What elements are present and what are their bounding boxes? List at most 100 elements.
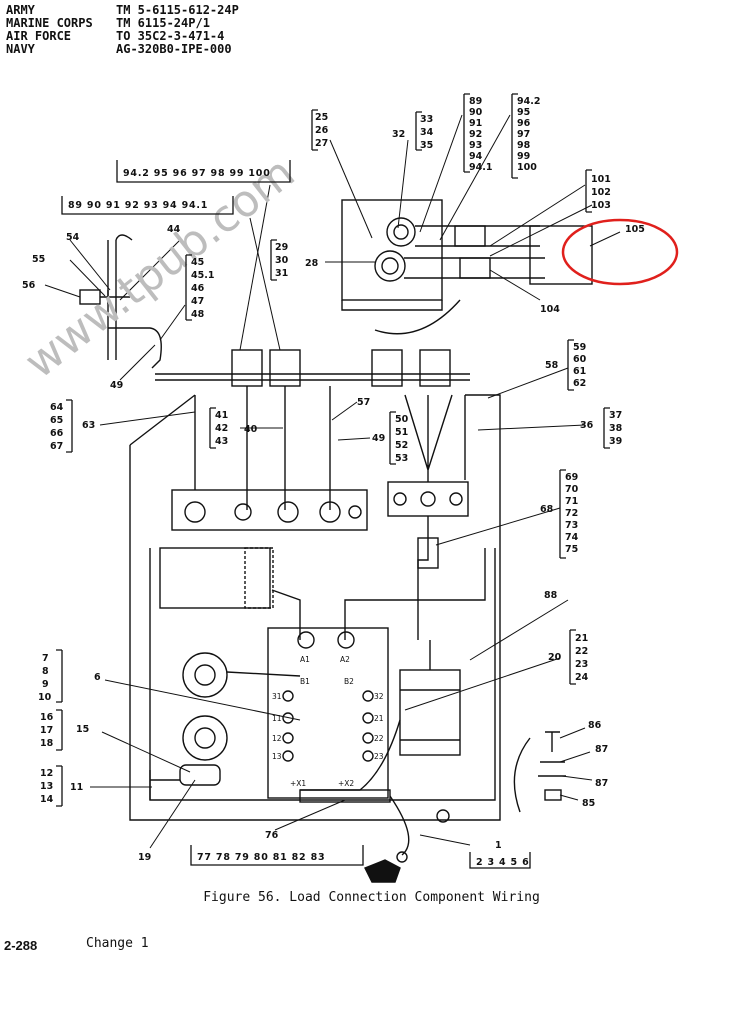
page-number: 2-288 xyxy=(4,938,38,953)
callout-52: 52 xyxy=(395,440,408,451)
connector-mount-plate xyxy=(341,199,443,301)
callout-16: 16 xyxy=(40,712,54,723)
bracket-g25 xyxy=(311,109,318,151)
bracket-g37 xyxy=(603,407,610,449)
callout-21: 21 xyxy=(575,633,588,644)
bracket-top-long xyxy=(116,160,291,183)
callout-64: 64 xyxy=(50,402,64,413)
bracket-g29 xyxy=(270,239,277,281)
callout-25: 25 xyxy=(315,112,328,123)
callout-70: 70 xyxy=(565,484,579,495)
panel-outline xyxy=(129,394,501,821)
terminal-post-4 xyxy=(419,349,451,387)
callout-39: 39 xyxy=(609,436,622,447)
callout-95: 95 xyxy=(517,107,530,118)
service-name: ARMY xyxy=(6,3,35,17)
terminal-13: 13 xyxy=(272,752,282,761)
bracket-g89 xyxy=(463,93,470,173)
callout-12: 12 xyxy=(40,768,53,779)
callout-55: 55 xyxy=(32,254,45,265)
callout-24: 24 xyxy=(575,672,589,683)
bracket-bottom-long xyxy=(190,845,364,866)
bracket-g21 xyxy=(569,629,576,685)
terminal-22: 22 xyxy=(374,734,384,743)
callout-row-bottom: 77 78 79 80 81 82 83 xyxy=(197,852,325,863)
callout-102: 102 xyxy=(591,187,611,198)
callout-66: 66 xyxy=(50,428,64,439)
callout-105: 105 xyxy=(625,224,645,235)
callout-75: 75 xyxy=(565,544,578,555)
callout-100: 100 xyxy=(517,162,537,173)
callout-73: 73 xyxy=(565,520,578,531)
callout-38: 38 xyxy=(609,423,623,434)
bus-strip xyxy=(155,373,470,381)
callout-46: 46 xyxy=(191,283,205,294)
terminal-a2: A2 xyxy=(340,655,350,664)
callout-row-bottom-right: 2 3 4 5 6 xyxy=(476,857,529,868)
callout-49-left: 49 xyxy=(110,380,123,391)
callout-76: 76 xyxy=(265,830,279,841)
callout-18: 18 xyxy=(40,738,54,749)
callout-91: 91 xyxy=(469,118,482,129)
callout-56: 56 xyxy=(22,280,36,291)
bracket-g101 xyxy=(585,169,592,213)
bracket-g45 xyxy=(185,254,192,321)
callout-44: 44 xyxy=(167,224,181,235)
callout-90: 90 xyxy=(469,107,483,118)
small-terminal-board xyxy=(387,481,469,517)
change-notice: Change 1 xyxy=(86,936,149,951)
callout-47: 47 xyxy=(191,296,204,307)
callout-86: 86 xyxy=(588,720,602,731)
callout-87-upper: 87 xyxy=(595,744,608,755)
callout-17: 17 xyxy=(40,725,53,736)
callout-8: 8 xyxy=(42,666,49,677)
bracket-g64 xyxy=(66,399,73,453)
callout-51: 51 xyxy=(395,427,408,438)
power-cables xyxy=(246,386,331,510)
callout-29: 29 xyxy=(275,242,288,253)
callout-30: 30 xyxy=(275,255,289,266)
contactor-block xyxy=(159,547,271,609)
bracket-g33 xyxy=(415,111,422,151)
callout-9: 9 xyxy=(42,679,49,690)
callout-103: 103 xyxy=(591,200,611,211)
doc-number: AG-320B0-IPE-000 xyxy=(116,42,232,56)
bracket-g50 xyxy=(389,411,396,465)
callout-31: 31 xyxy=(275,268,288,279)
callout-93: 93 xyxy=(469,140,482,151)
callout-59: 59 xyxy=(573,342,586,353)
callout-60: 60 xyxy=(573,354,587,365)
callout-6: 6 xyxy=(94,672,101,683)
callout-42: 42 xyxy=(215,423,228,434)
callout-23: 23 xyxy=(575,659,588,670)
terminal-12: 12 xyxy=(272,734,282,743)
callout-65: 65 xyxy=(50,415,63,426)
callout-34: 34 xyxy=(420,127,434,138)
callout-33: 33 xyxy=(420,114,433,125)
leader-lines xyxy=(44,114,621,849)
bracket-bottom-right xyxy=(469,852,531,869)
stud-lower xyxy=(182,715,228,761)
callout-49-center: 49 xyxy=(372,433,385,444)
callout-37: 37 xyxy=(609,410,622,421)
callout-19: 19 xyxy=(138,852,151,863)
callout-10: 10 xyxy=(38,692,52,703)
callout-13: 13 xyxy=(40,781,53,792)
callout-57: 57 xyxy=(357,397,370,408)
terminal-a1: A1 xyxy=(300,655,310,664)
callout-41: 41 xyxy=(215,410,228,421)
callout-40: 40 xyxy=(244,424,258,435)
callout-61: 61 xyxy=(573,366,586,377)
bracket-g69 xyxy=(559,469,566,559)
callout-28: 28 xyxy=(305,258,319,269)
cable-harness-68 xyxy=(417,537,439,569)
callout-104: 104 xyxy=(540,304,560,315)
connector-nut-lower xyxy=(374,250,406,282)
terminal-b1: B1 xyxy=(300,677,310,686)
terminal-21: 21 xyxy=(374,714,384,723)
callout-89: 89 xyxy=(469,96,482,107)
terminal-32: 32 xyxy=(374,692,384,701)
callout-88: 88 xyxy=(544,590,558,601)
callout-92: 92 xyxy=(469,129,482,140)
